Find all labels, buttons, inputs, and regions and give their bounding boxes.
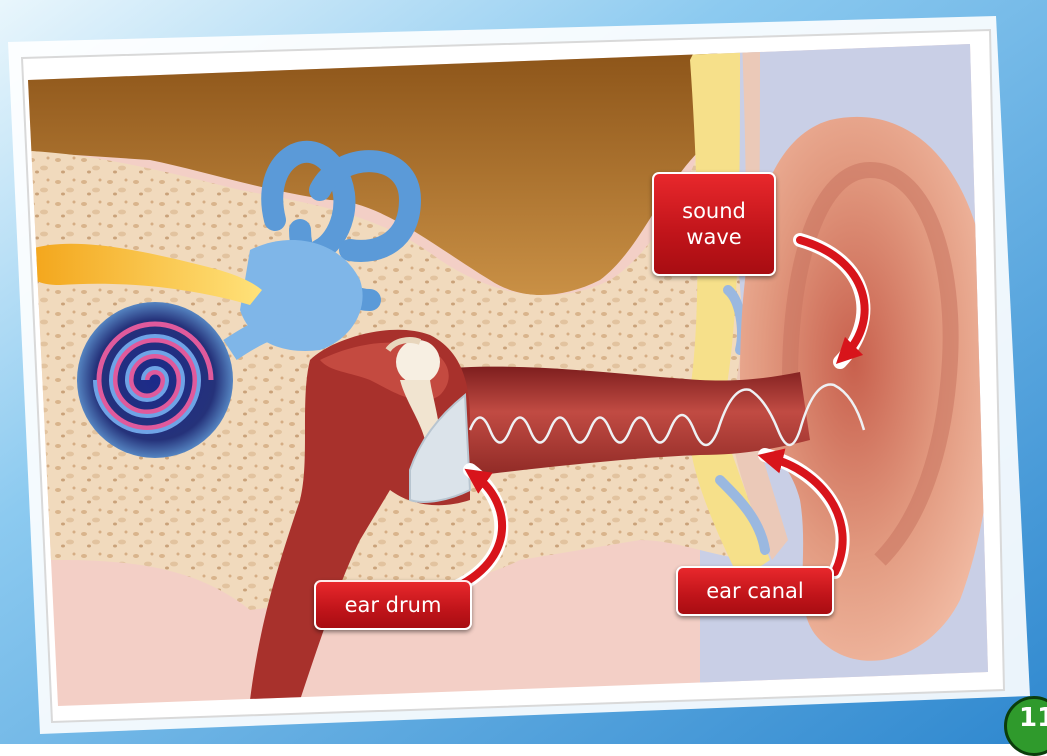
label-sound-wave: sound wave xyxy=(652,172,776,276)
label-ear-canal-text: ear canal xyxy=(706,578,804,604)
label-sound-wave-text: sound wave xyxy=(682,198,746,250)
label-ear-drum-text: ear drum xyxy=(345,592,442,618)
label-ear-drum: ear drum xyxy=(314,580,472,630)
label-ear-canal: ear canal xyxy=(676,566,834,616)
